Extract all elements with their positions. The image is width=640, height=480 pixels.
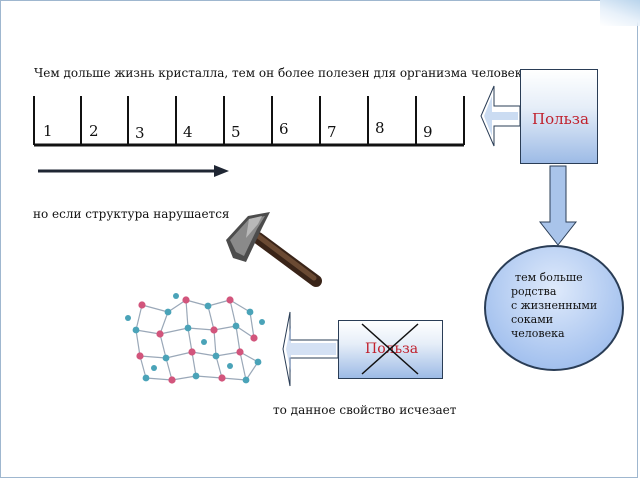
relation-circle (484, 245, 624, 371)
benefit-box (520, 69, 598, 164)
benefit-label: Польза (532, 110, 589, 128)
scale-number: 9 (423, 123, 433, 141)
intro-text: Чем дольше жизнь кристалла, тем он более… (34, 66, 530, 80)
property-vanishes-text: то данное свойство исчезает (273, 403, 457, 417)
scale-number: 5 (231, 123, 241, 141)
scale-number: 6 (279, 120, 289, 138)
down-arrow-icon (538, 165, 578, 246)
scale-number: 4 (183, 123, 193, 141)
scale-number: 8 (375, 119, 385, 137)
relation-line: с жизненными (511, 299, 598, 312)
scale-number: 3 (135, 124, 145, 142)
scale-number: 7 (327, 123, 337, 141)
relation-line: соками (511, 313, 554, 326)
relation-line: тем больше (515, 271, 583, 284)
relation-line: человека (511, 327, 565, 340)
relation-text: тем больше родства с жизненными соками ч… (511, 271, 597, 341)
crystal-lattice-icon (125, 293, 265, 384)
crossed-benefit-label: Польза (365, 341, 419, 357)
relation-line: родства (511, 285, 557, 298)
right-arrow-icon (38, 165, 229, 177)
structure-broken-text: но если структура нарушается (33, 207, 230, 221)
corner-decoration (600, 0, 640, 26)
hammer-icon (226, 212, 322, 287)
scale-number: 2 (89, 122, 99, 140)
scale-number: 1 (43, 122, 53, 140)
time-scale (33, 96, 465, 147)
